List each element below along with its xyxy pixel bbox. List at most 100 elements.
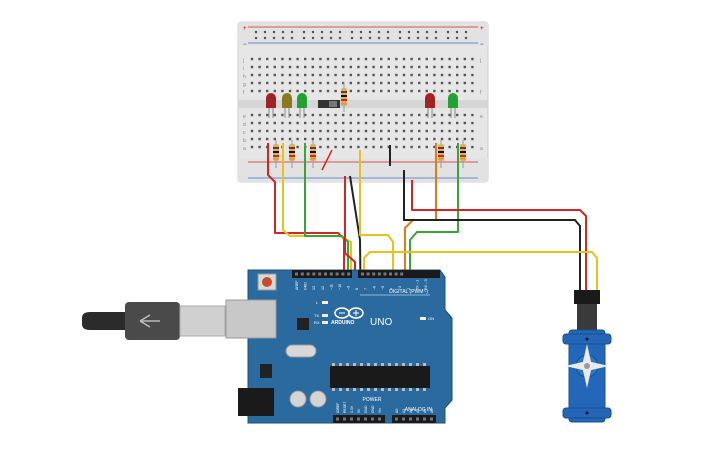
pin-label: GND [364, 405, 368, 413]
arduino-uno[interactable]: DIGITAL (PWM~) ANALOG IN POWER UNO ARDUI… [225, 269, 453, 424]
rail-hole [464, 36, 468, 40]
rail-hole [446, 30, 450, 34]
header-pin[interactable] [364, 417, 367, 421]
breadboard-hole [380, 121, 383, 125]
header-pin[interactable] [383, 272, 387, 276]
row-letter-d: d [243, 122, 246, 128]
breadboard-hole [364, 81, 368, 85]
chip-pin [423, 388, 426, 391]
header-pin[interactable] [389, 272, 392, 276]
header-pin[interactable] [357, 417, 360, 421]
reset-button[interactable] [262, 277, 272, 287]
header-pin[interactable] [395, 417, 398, 421]
row-letter-c: c [243, 130, 246, 136]
header-pin[interactable] [361, 272, 364, 276]
breadboard-hole [448, 113, 451, 117]
rail-minus-label: − [243, 42, 247, 48]
breadboard-hole [288, 113, 292, 117]
header-pin[interactable] [423, 417, 426, 421]
chip-pin [409, 363, 412, 366]
header-pin[interactable] [402, 417, 405, 421]
chip-pin [388, 363, 391, 366]
header-pin[interactable] [341, 272, 345, 276]
breadboard-hole [425, 121, 428, 125]
wire-black-servo[interactable] [403, 170, 581, 292]
header-pin[interactable] [372, 272, 376, 276]
header-pin[interactable] [324, 272, 327, 276]
breadboard-hole [425, 57, 428, 61]
breadboard-hole [326, 65, 330, 69]
breadboard-hole [395, 129, 398, 133]
rail-hole [368, 30, 372, 34]
breadboard-hole [387, 89, 390, 93]
led-red-2[interactable] [425, 93, 435, 118]
breadboard-hole [281, 81, 284, 85]
row-letter-g: g [243, 82, 246, 88]
wire-yellow-switch[interactable] [359, 150, 394, 278]
header-pin[interactable] [329, 272, 333, 276]
header-pin[interactable] [336, 417, 339, 421]
breadboard-hole [402, 121, 406, 125]
header-pin[interactable] [300, 272, 304, 276]
header-pin[interactable] [430, 417, 433, 421]
rail-hole [329, 30, 333, 34]
breadboard-hole [463, 81, 466, 85]
header-pin[interactable] [318, 272, 322, 276]
breadboard-hole [273, 113, 276, 117]
row-letter-i: i [243, 66, 244, 72]
breadboard-hole [342, 113, 345, 117]
breadboard-hole [342, 145, 345, 149]
servo-motor[interactable] [562, 290, 612, 423]
breadboard-hole [250, 121, 254, 125]
led-green-1[interactable] [297, 93, 307, 118]
breadboard-hole [425, 137, 428, 141]
power-label: POWER [363, 397, 382, 403]
wire-red-servo[interactable] [411, 180, 587, 292]
header-pin[interactable] [306, 272, 310, 276]
pin-label: 8 [355, 288, 359, 290]
usb-chip [297, 318, 309, 330]
breadboard-hole [387, 65, 390, 69]
header-pin[interactable] [409, 417, 412, 421]
chip-pin [339, 388, 342, 391]
header-pin[interactable] [312, 272, 316, 276]
led-green-2[interactable] [448, 93, 458, 118]
wire-green-led1[interactable] [304, 143, 349, 278]
breadboard-hole [288, 65, 292, 69]
breadboard-hole [258, 73, 261, 77]
header-pin[interactable] [400, 272, 404, 276]
header-pin[interactable] [347, 272, 351, 276]
pin-label: 4 [390, 288, 394, 290]
breadboard-hole [250, 65, 254, 69]
rail-hole [290, 30, 294, 34]
wire-yellow-servo-signal[interactable] [363, 251, 598, 292]
breadboard-hole [304, 121, 307, 125]
breadboard-hole [448, 145, 451, 149]
chip-pin [416, 363, 419, 366]
led-yellow[interactable] [282, 93, 292, 118]
header-pin[interactable] [378, 417, 381, 421]
header-pin[interactable] [416, 417, 419, 421]
header-pin[interactable] [335, 272, 339, 276]
rail-hole [272, 36, 276, 40]
header-pin[interactable] [343, 417, 346, 421]
breadboard-hole [258, 65, 261, 69]
slide-switch[interactable] [318, 100, 340, 108]
breadboard-hole [258, 89, 261, 93]
pin-label: IOREF [336, 403, 340, 413]
chip-pin [395, 363, 398, 366]
breadboard-hole [349, 65, 352, 69]
header-pin[interactable] [377, 272, 381, 276]
header-pin[interactable] [366, 272, 370, 276]
header-pin[interactable] [295, 272, 298, 276]
breadboard-hole [395, 145, 398, 149]
breadboard-hole [250, 129, 254, 133]
header-pin[interactable] [371, 417, 374, 421]
header-pin[interactable] [394, 272, 398, 276]
breadboard-hole [258, 121, 261, 125]
rail-hole [254, 30, 258, 34]
breadboard-hole [266, 73, 269, 77]
led-red-1[interactable] [266, 93, 276, 118]
row-letter-f: f [243, 90, 245, 96]
header-pin[interactable] [350, 417, 353, 421]
